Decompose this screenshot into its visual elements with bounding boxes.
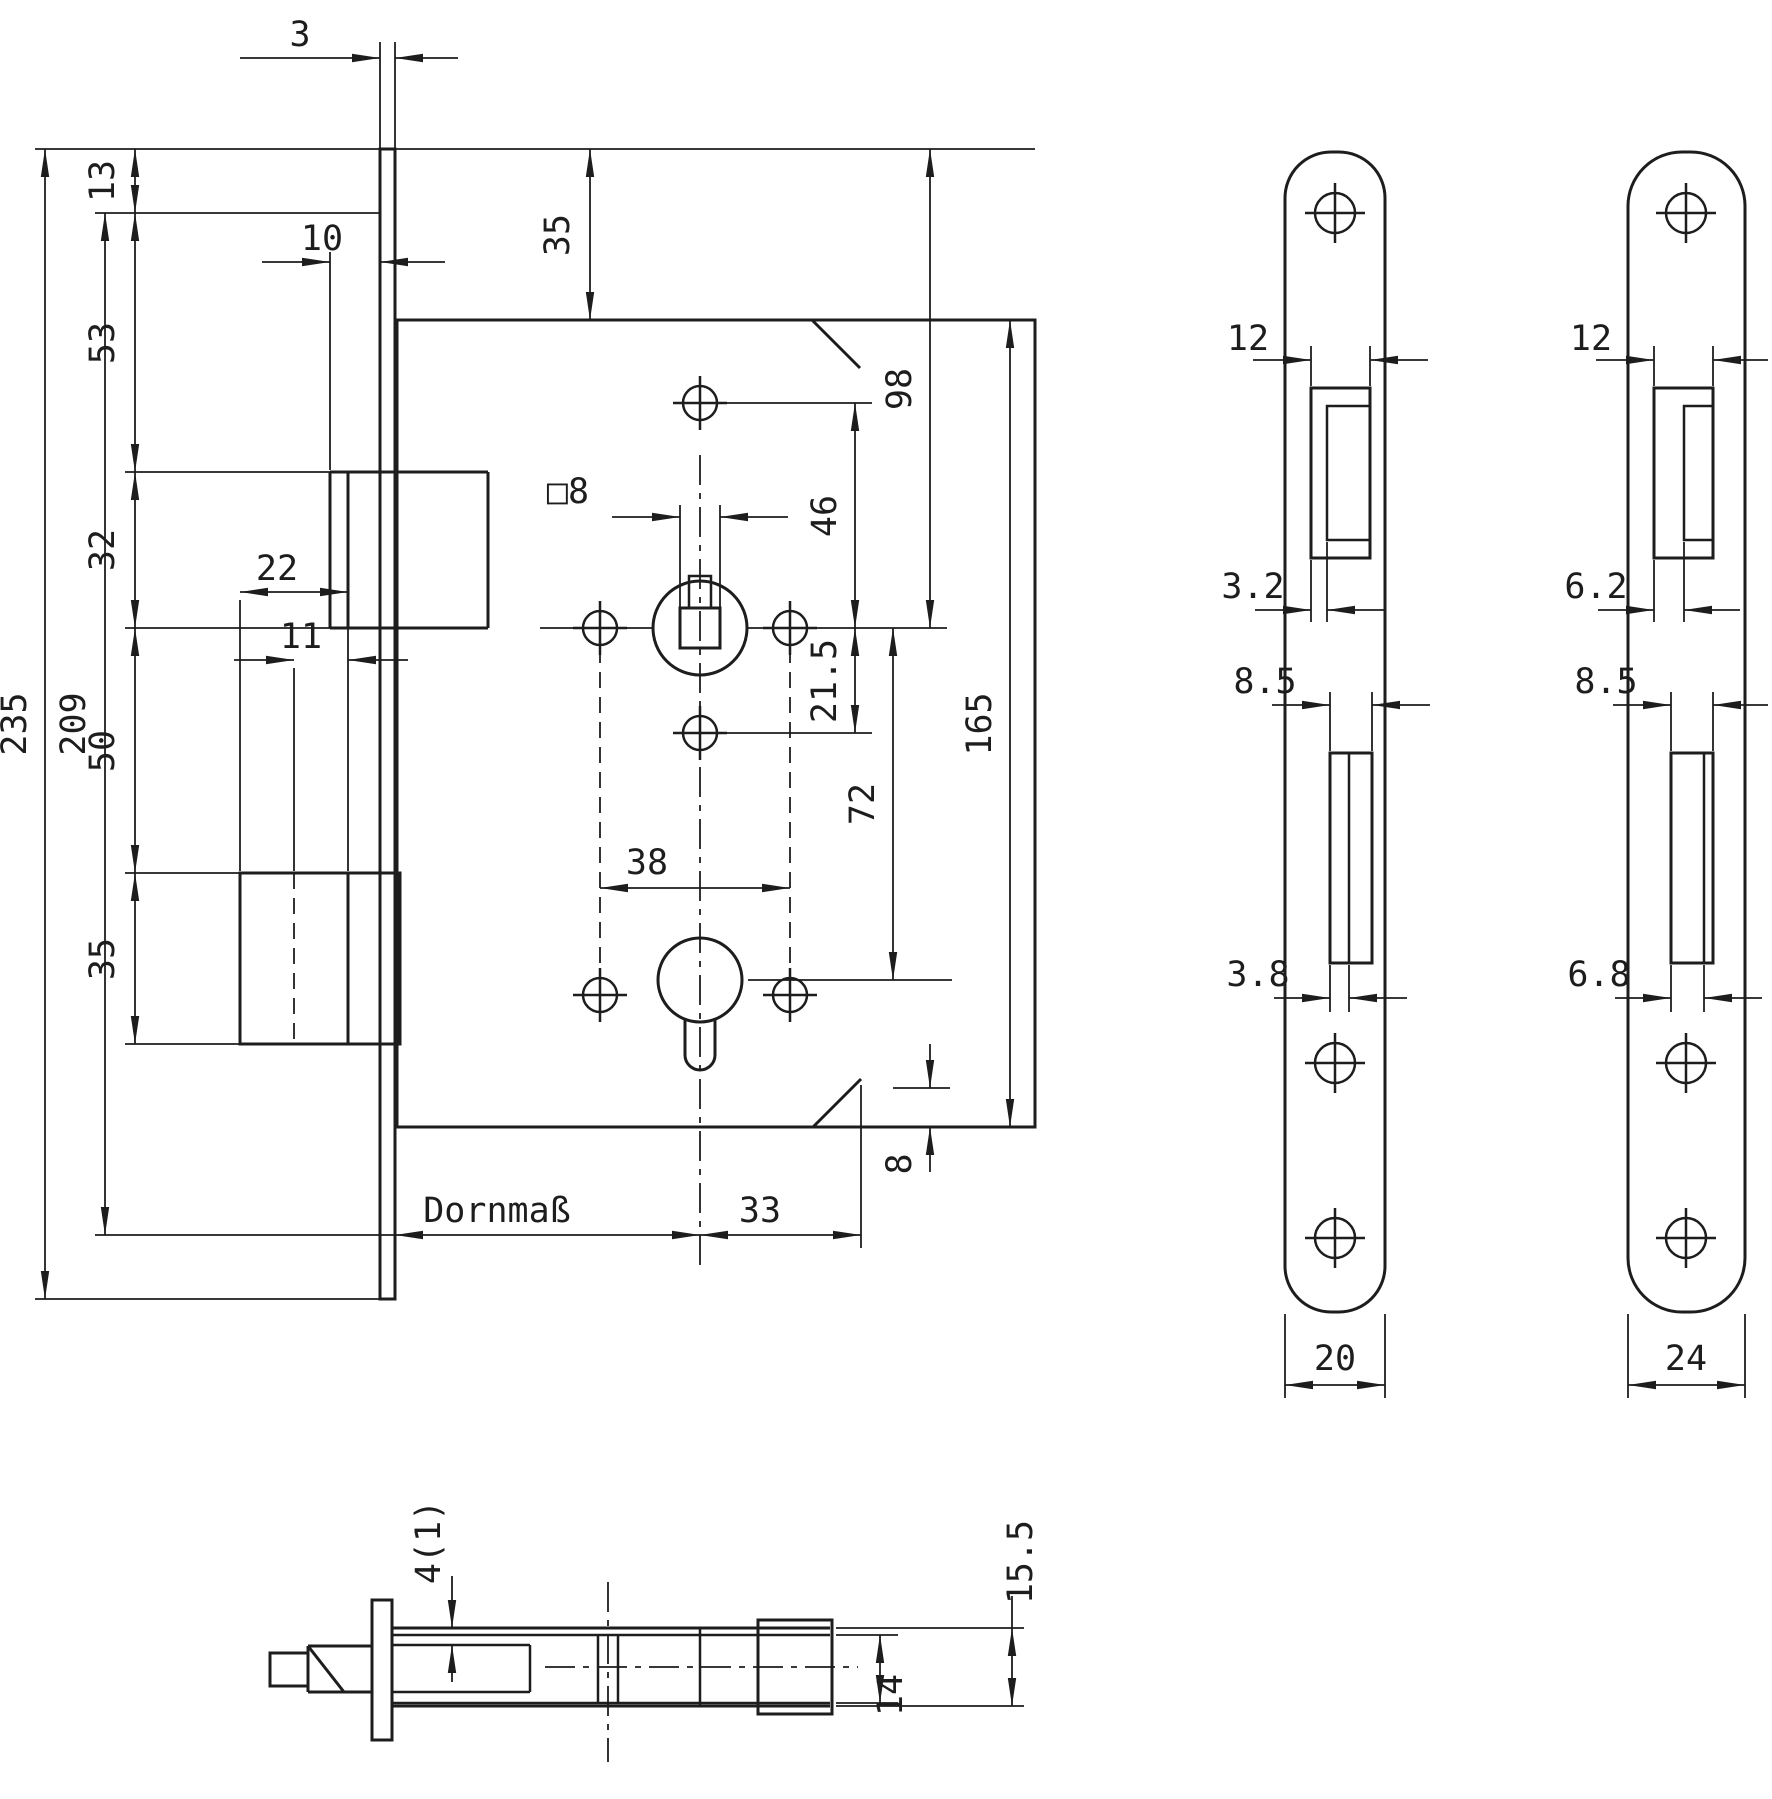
dim-section-case-thickness: 15.5	[1001, 1520, 1041, 1604]
section-centerlines	[545, 1582, 858, 1762]
dimensions-plate20: 12 3.2 8.5 3.8 20	[1221, 319, 1430, 1398]
dim-section-inner-width: 14	[871, 1674, 911, 1716]
dimensions-section: 4(1) 15.5 14	[409, 1500, 1041, 1716]
screw-hole-plate24-bottom	[1656, 1208, 1716, 1268]
dim-lock-distance: 72	[843, 783, 883, 825]
center-lines	[599, 455, 791, 1268]
faceplate-view-20: 12 3.2 8.5 3.8 20	[1221, 150, 1430, 1398]
screw-hole-plate20-bottom	[1305, 1208, 1365, 1268]
faceplate-view-24: 12 6.2 8.5 6.8 24	[1564, 150, 1768, 1398]
dim-deadbolt-height: 35	[83, 938, 123, 980]
dim-section-latch-adjust: 4(1)	[409, 1500, 449, 1584]
dim-plate20-deadbolt-lip: 3.8	[1226, 955, 1289, 995]
dim-case-height: 165	[960, 692, 1000, 755]
faceplate-front	[378, 147, 397, 1301]
case-bottom-chamfer	[811, 1077, 863, 1129]
latch-bevel	[306, 1645, 346, 1693]
dim-screw-spacing: 38	[626, 843, 668, 883]
dim-screw-above-follower: 46	[805, 495, 845, 537]
section-view: 4(1) 15.5 14	[268, 1500, 1041, 1762]
dim-latch-height: 32	[83, 529, 123, 571]
faceplate-20-outline	[1283, 150, 1387, 1314]
dim-plate20-latch-lip: 3.2	[1221, 567, 1284, 607]
deadbolt-cutout-24	[1669, 751, 1715, 965]
dim-plate24-deadbolt-cutout: 8.5	[1574, 662, 1637, 702]
dim-backset-label: Dornmaß	[423, 1191, 571, 1231]
lock-case-outline	[395, 318, 1037, 1129]
screw-hole-left	[573, 601, 627, 655]
section-case	[392, 1618, 834, 1716]
deadbolt-rect	[238, 871, 402, 1046]
main-view: 3 13 53 32 50 35 209 235 10 22 11 35 □8 …	[0, 15, 1037, 1301]
deadbolt-front	[238, 871, 402, 1046]
section-latch-tip	[268, 1651, 310, 1688]
dimension-labels-main: 3 13 53 32 50 35 209 235 10 22 11 35 □8 …	[0, 15, 1000, 1231]
dim-latch-deadbolt-gap: 50	[83, 730, 123, 772]
dim-screw-below-follower: 21.5	[805, 639, 845, 723]
dim-plate24-latch-lip: 6.2	[1564, 567, 1627, 607]
dim-plate24-latch-cutout: 12	[1570, 319, 1612, 359]
dim-inner-length: 209	[54, 692, 94, 755]
faceplate-strip	[378, 147, 397, 1301]
dim-latch-protrusion: 10	[301, 219, 343, 259]
screw-hole-lower-right	[763, 968, 817, 1022]
screw-hole-top	[673, 376, 727, 430]
dim-plate24-deadbolt-lip: 6.8	[1567, 955, 1630, 995]
dim-plate20-latch-cutout: 12	[1227, 319, 1269, 359]
screw-hole-right	[763, 601, 817, 655]
case-top-chamfer	[810, 318, 862, 370]
latch-cutout-20	[1309, 386, 1372, 560]
latch-cutout-24	[1652, 386, 1715, 560]
dim-deadbolt-22: 22	[256, 549, 298, 589]
latch-bolt-front	[328, 470, 490, 630]
lock-case-rect	[395, 318, 1037, 1129]
deadbolt-cutout-20	[1328, 751, 1374, 965]
faceplate-24-outline	[1626, 150, 1747, 1314]
dim-plate20-width: 20	[1314, 1339, 1356, 1379]
section-latch	[268, 1643, 532, 1694]
screw-hole-plate24-mid	[1656, 1033, 1716, 1093]
dim-follower-from-top: 98	[880, 368, 920, 410]
section-faceplate	[370, 1598, 394, 1742]
dim-plate24-width: 24	[1665, 1339, 1707, 1379]
dim-deadbolt-11: 11	[280, 617, 322, 657]
dim-plate20-deadbolt-cutout: 8.5	[1233, 662, 1296, 702]
dim-faceplate-thickness: 3	[289, 15, 310, 55]
screw-hole-plate20-mid	[1305, 1033, 1365, 1093]
dim-latch-top-offset: 53	[83, 322, 123, 364]
dimensions-plate24: 12 6.2 8.5 6.8 24	[1564, 319, 1768, 1398]
screw-hole-plate20-top	[1305, 183, 1365, 243]
screw-hole-lower-left	[573, 968, 627, 1022]
dim-case-top-offset: 35	[538, 214, 578, 256]
dim-top-edge-offset: 13	[83, 160, 123, 202]
dim-cylinder-to-back: 33	[739, 1191, 781, 1231]
dim-case-bottom-offset: 8	[880, 1153, 920, 1174]
extension-lines-main	[35, 42, 1035, 1300]
dim-spindle-square: □8	[547, 472, 589, 512]
dim-faceplate-length: 235	[0, 692, 35, 755]
screw-hole-plate24-top	[1656, 183, 1716, 243]
dimension-lines-main	[40, 53, 1015, 1299]
